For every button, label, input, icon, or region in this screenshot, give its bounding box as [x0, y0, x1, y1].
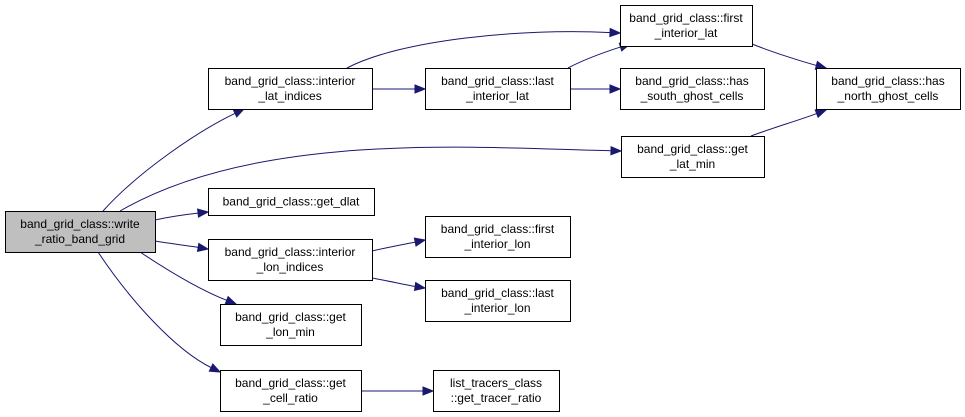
- edge-write_ratio_band_grid-to-get_lat_min: [119, 146, 623, 212]
- edge-line: [346, 31, 612, 69]
- edge-line: [751, 43, 818, 67]
- node-box: [425, 68, 571, 110]
- node-label-line2: _north_ghost_cells: [837, 89, 939, 103]
- node-box: [5, 211, 156, 253]
- node-box: [220, 304, 362, 346]
- edge-line: [139, 251, 228, 302]
- node-box: [433, 370, 560, 412]
- node-box: [621, 136, 765, 178]
- edge-interior_lat_indices-to-first_interior_lat: [346, 27, 622, 69]
- edge-line: [567, 46, 622, 69]
- edge-line: [154, 212, 200, 221]
- edge-first_interior_lat-to-has_north_ghost_cells: [751, 43, 828, 70]
- node-label-line1: band_grid_class::write: [20, 217, 140, 231]
- node-label-line2: _lon_indices: [256, 260, 324, 274]
- node-label-line2: ::get_tracer_ratio: [451, 391, 542, 405]
- node-label-line2: _lat_indices: [257, 89, 321, 103]
- node-first_interior_lat[interactable]: band_grid_class::first_interior_lat: [620, 5, 753, 47]
- arrowhead: [414, 84, 427, 94]
- node-box: [620, 68, 765, 110]
- edge-write_ratio_band_grid-to-get_dlat: [154, 208, 210, 221]
- node-write_ratio_band_grid[interactable]: band_grid_class::write_ratio_band_grid: [5, 211, 156, 253]
- arrowhead: [610, 146, 623, 156]
- edge-interior_lon_indices-to-first_interior_lon: [371, 237, 427, 252]
- node-box: [208, 239, 373, 281]
- node-box: [220, 370, 362, 412]
- node-label-line1: band_grid_class::interior: [225, 74, 356, 88]
- node-get_lat_min[interactable]: band_grid_class::get_lat_min: [621, 136, 765, 178]
- node-box: [208, 68, 373, 110]
- node-box: [425, 280, 571, 322]
- node-label-line2: _cell_ratio: [262, 391, 318, 405]
- node-get_cell_ratio[interactable]: band_grid_class::get_cell_ratio: [220, 370, 362, 412]
- node-box: [620, 5, 753, 47]
- node-box: [208, 188, 375, 216]
- edge-interior_lon_indices-to-last_interior_lon: [371, 277, 427, 292]
- arrowhead: [609, 27, 622, 38]
- nodes-layer: band_grid_class::write_ratio_band_gridba…: [5, 5, 961, 412]
- node-label-line1: band_grid_class::first: [441, 222, 555, 236]
- edge-line: [750, 112, 818, 137]
- node-first_interior_lon[interactable]: band_grid_class::first_interior_lon: [425, 216, 571, 258]
- node-label-line1: band_grid_class::last: [441, 74, 554, 88]
- node-label-line1: band_grid_class::interior: [225, 245, 356, 259]
- node-has_north_ghost_cells[interactable]: band_grid_class::has_north_ghost_cells: [816, 68, 961, 110]
- edge-last_interior_lat-to-has_south_ghost_cells: [570, 84, 622, 94]
- node-label-line2: _interior_lon: [463, 301, 530, 315]
- edge-write_ratio_band_grid-to-get_cell_ratio: [97, 251, 222, 373]
- node-last_interior_lon[interactable]: band_grid_class::last_interior_lon: [425, 280, 571, 322]
- edges-layer: [97, 27, 828, 396]
- node-label-line1: band_grid_class::get: [235, 376, 346, 390]
- node-label-line1: band_grid_class::last: [441, 286, 554, 300]
- node-get_tracer_ratio[interactable]: list_tracers_class::get_tracer_ratio: [433, 370, 560, 412]
- node-label-line2: _interior_lat: [465, 89, 529, 103]
- edge-write_ratio_band_grid-to-interior_lon_indices: [154, 240, 210, 252]
- node-get_dlat[interactable]: band_grid_class::get_dlat: [208, 188, 375, 216]
- node-label-line1: band_grid_class::get_dlat: [223, 195, 360, 209]
- edge-line: [371, 241, 417, 252]
- node-box: [425, 216, 571, 258]
- node-label-line2: _south_ghost_cells: [640, 89, 744, 103]
- edge-get_cell_ratio-to-get_tracer_ratio: [361, 386, 435, 396]
- node-interior_lat_indices[interactable]: band_grid_class::interior_lat_indices: [208, 68, 373, 110]
- edge-line: [102, 112, 237, 212]
- arrowhead: [413, 281, 427, 292]
- node-last_interior_lat[interactable]: band_grid_class::last_interior_lat: [425, 68, 571, 110]
- node-label-line1: band_grid_class::get: [637, 142, 748, 156]
- node-label-line2: _lat_min: [669, 157, 715, 171]
- edge-line: [97, 251, 213, 369]
- arrowhead: [413, 237, 427, 247]
- node-interior_lon_indices[interactable]: band_grid_class::interior_lon_indices: [208, 239, 373, 281]
- node-label-line2: _interior_lon: [463, 237, 530, 251]
- node-label-line1: band_grid_class::has: [831, 74, 944, 88]
- arrowhead: [814, 109, 828, 119]
- node-label-line2: _interior_lat: [654, 26, 718, 40]
- arrowhead: [224, 295, 238, 305]
- edge-interior_lat_indices-to-last_interior_lat: [372, 84, 427, 94]
- node-label-line2: _lon_min: [265, 325, 315, 339]
- node-has_south_ghost_cells[interactable]: band_grid_class::has_south_ghost_cells: [620, 68, 765, 110]
- arrowhead: [232, 108, 246, 118]
- edge-get_lat_min-to-has_north_ghost_cells: [750, 109, 828, 137]
- arrowhead: [208, 363, 222, 373]
- arrowhead: [197, 208, 210, 218]
- edge-line: [119, 146, 613, 212]
- node-label-line1: band_grid_class::get: [235, 310, 346, 324]
- node-label-line1: band_grid_class::has: [635, 74, 748, 88]
- arrowhead: [422, 386, 435, 396]
- edge-line: [154, 240, 200, 248]
- node-label-line2: _ratio_band_grid: [34, 232, 125, 246]
- node-label-line1: list_tracers_class: [450, 376, 542, 390]
- arrowhead: [609, 84, 622, 94]
- node-box: [816, 68, 961, 110]
- edge-line: [371, 277, 417, 288]
- node-get_lon_min[interactable]: band_grid_class::get_lon_min: [220, 304, 362, 346]
- node-label-line1: band_grid_class::first: [629, 11, 743, 25]
- arrowhead: [196, 242, 210, 252]
